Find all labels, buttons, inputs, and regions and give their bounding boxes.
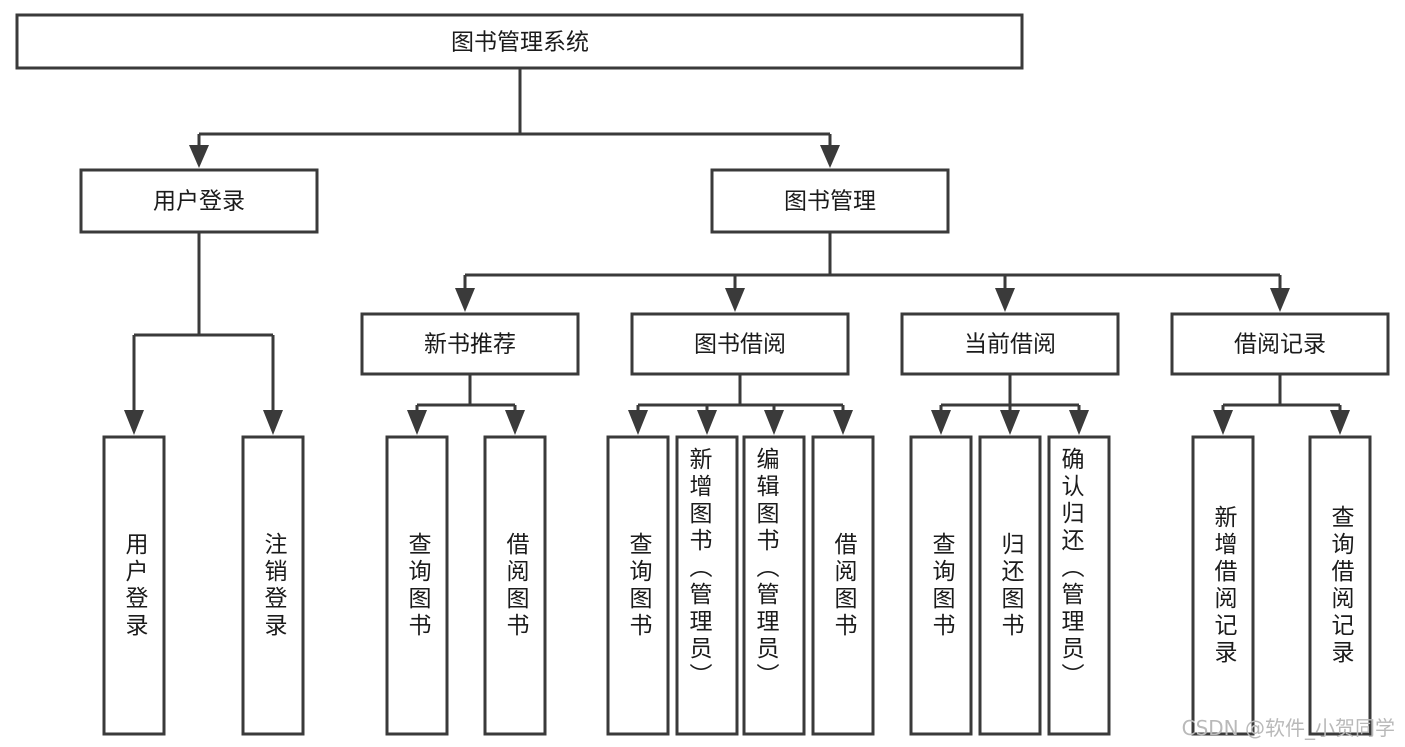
node-book-borrow[interactable]: 图书借阅 xyxy=(630,312,850,376)
arrow-head-icon xyxy=(820,145,840,168)
arrow-head-icon xyxy=(1330,410,1350,435)
node-borrow-record[interactable]: 借阅记录 xyxy=(1170,312,1390,376)
node-box xyxy=(909,435,973,736)
node-label: 查询借阅记录 xyxy=(1327,505,1355,667)
node-label: 新书推荐 xyxy=(424,332,516,358)
node-label: 注销登录 xyxy=(260,532,288,640)
node-box xyxy=(978,435,1042,736)
node-label: 借阅图书 xyxy=(830,532,858,640)
node-label: 用户登录 xyxy=(153,189,245,215)
node-label: 查询图书 xyxy=(928,532,956,640)
node-box xyxy=(675,435,739,736)
node-label: 查询图书 xyxy=(625,532,653,640)
arrow-head-icon xyxy=(1069,410,1089,435)
leaf-node-query-book-borrow[interactable]: 查询图书 xyxy=(606,435,670,736)
node-box xyxy=(900,312,1120,376)
node-box xyxy=(241,435,305,736)
leaf-node-query-book-current[interactable]: 查询图书 xyxy=(909,435,973,736)
arrow-head-icon xyxy=(1270,288,1290,312)
node-box xyxy=(1308,435,1372,736)
arrow-head-icon xyxy=(1000,410,1020,435)
node-label: 借阅图书 xyxy=(502,532,530,640)
leaf-node-borrow-book[interactable]: 借阅图书 xyxy=(811,435,875,736)
arrow-head-icon xyxy=(725,288,745,312)
node-box xyxy=(360,312,580,376)
node-label: 新增借阅记录 xyxy=(1210,505,1238,667)
leaf-node-borrow-book-recommend[interactable]: 借阅图书 xyxy=(483,435,547,736)
node-label: 图书借阅 xyxy=(694,332,786,358)
node-box xyxy=(630,312,850,376)
arrow-head-icon xyxy=(189,145,209,168)
node-box xyxy=(742,435,806,736)
node-box xyxy=(606,435,670,736)
node-box xyxy=(15,13,1024,70)
arrow-head-icon xyxy=(263,410,283,435)
node-box xyxy=(385,435,449,736)
node-box xyxy=(102,435,166,736)
leaf-node-query-borrow-record[interactable]: 查询借阅记录 xyxy=(1308,435,1372,736)
watermark: CSDN @软件_小贺同学 xyxy=(1182,716,1395,740)
arrow-head-icon xyxy=(407,410,427,435)
arrow-head-icon xyxy=(124,410,144,435)
node-current-borrow[interactable]: 当前借阅 xyxy=(900,312,1120,376)
arrow-head-icon xyxy=(1213,410,1233,435)
node-label: 用户登录 xyxy=(121,532,149,640)
arrow-head-icon xyxy=(505,410,525,435)
connector-layer xyxy=(124,68,1350,435)
node-box xyxy=(1170,312,1390,376)
node-book-management[interactable]: 图书管理 xyxy=(710,168,950,234)
leaf-node-return-book[interactable]: 归还图书 xyxy=(978,435,1042,736)
node-label: 查询图书 xyxy=(404,532,432,640)
node-label: 归还图书 xyxy=(997,532,1025,640)
arrow-head-icon xyxy=(628,410,648,435)
node-box xyxy=(811,435,875,736)
leaf-node-confirm-return-admin[interactable]: 确认归还（管理员） xyxy=(1047,435,1111,736)
node-label: 编辑图书（管理员） xyxy=(752,447,780,690)
node-label: 借阅记录 xyxy=(1234,332,1326,358)
leaf-node-user-login[interactable]: 用户登录 xyxy=(102,435,166,736)
arrow-head-icon xyxy=(697,410,717,435)
node-root-book-management-system[interactable]: 图书管理系统 xyxy=(15,13,1024,70)
node-label: 图书管理系统 xyxy=(451,30,589,56)
leaf-node-logout[interactable]: 注销登录 xyxy=(241,435,305,736)
node-label: 新增图书（管理员） xyxy=(685,447,713,690)
arrow-head-icon xyxy=(455,288,475,312)
node-new-book-recommend[interactable]: 新书推荐 xyxy=(360,312,580,376)
node-box xyxy=(483,435,547,736)
arrow-head-icon xyxy=(931,410,951,435)
arrow-head-icon xyxy=(764,410,784,435)
leaf-node-add-borrow-record[interactable]: 新增借阅记录 xyxy=(1191,435,1255,736)
leaf-node-edit-book-admin[interactable]: 编辑图书（管理员） xyxy=(742,435,806,736)
node-box xyxy=(1191,435,1255,736)
leaf-node-query-book-recommend[interactable]: 查询图书 xyxy=(385,435,449,736)
leaf-node-add-book-admin[interactable]: 新增图书（管理员） xyxy=(675,435,739,736)
node-user-login[interactable]: 用户登录 xyxy=(79,168,319,234)
node-label: 图书管理 xyxy=(784,189,876,215)
node-label: 确认归还（管理员） xyxy=(1057,447,1085,690)
node-box xyxy=(1047,435,1111,736)
arrow-head-icon xyxy=(995,288,1015,312)
node-label: 当前借阅 xyxy=(964,332,1056,358)
arrow-head-icon xyxy=(833,410,853,435)
node-box xyxy=(710,168,950,234)
node-box xyxy=(79,168,319,234)
